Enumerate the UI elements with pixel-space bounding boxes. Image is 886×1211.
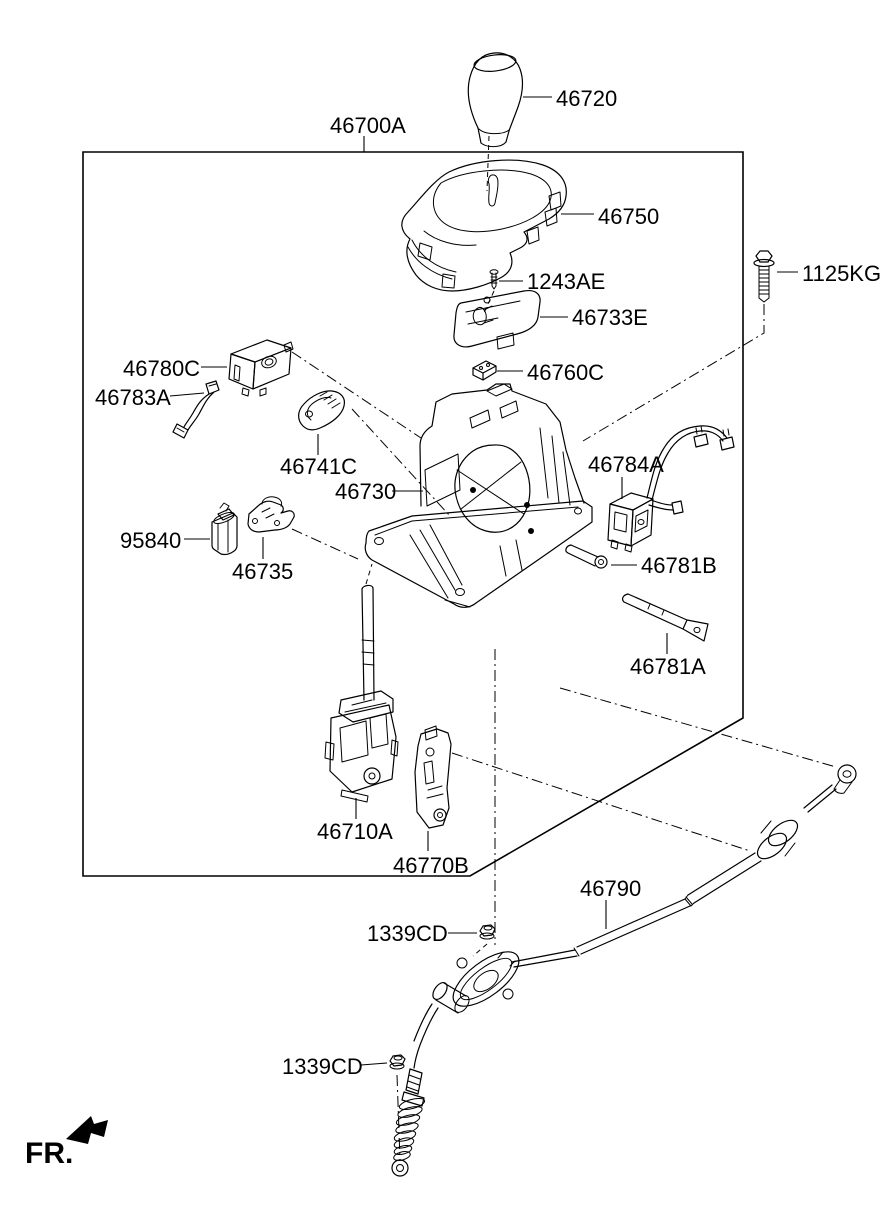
assembly-outline-box bbox=[82, 151, 744, 877]
leader-lines bbox=[169, 96, 798, 1066]
part-wiring-lead bbox=[172, 380, 220, 439]
part-nut-lower bbox=[389, 1054, 406, 1070]
construction-lines bbox=[291, 135, 837, 1161]
part-clip-bracket bbox=[247, 496, 295, 533]
label-1339CD-lower: 1339CD bbox=[282, 1054, 363, 1079]
label-46735: 46735 bbox=[232, 559, 293, 584]
part-control-cable bbox=[391, 764, 857, 1177]
part-upper-cover bbox=[401, 159, 567, 292]
part-mount-bracket bbox=[414, 725, 452, 829]
label-46730: 46730 bbox=[335, 479, 396, 504]
front-direction-arrow-icon bbox=[66, 1116, 108, 1144]
label-1125KG: 1125KG bbox=[802, 261, 881, 286]
part-shift-lever bbox=[324, 584, 399, 803]
part-screw bbox=[489, 269, 499, 290]
label-46733E: 46733E bbox=[572, 305, 648, 330]
label-1243AE: 1243AE bbox=[527, 269, 605, 294]
part-shift-knob bbox=[467, 52, 524, 148]
label-46784A: 46784A bbox=[588, 452, 664, 477]
label-front-marker: FR. bbox=[25, 1137, 73, 1170]
part-indicator-panel bbox=[453, 289, 541, 350]
part-interlock-switch bbox=[228, 339, 294, 397]
part-main-housing bbox=[364, 383, 593, 608]
label-46780C: 46780C bbox=[123, 356, 200, 381]
label-46720: 46720 bbox=[556, 86, 617, 111]
label-95840: 95840 bbox=[120, 528, 181, 553]
part-switch-harness bbox=[607, 425, 735, 553]
part-solenoid bbox=[211, 502, 238, 556]
label-46770B: 46770B bbox=[393, 853, 469, 878]
label-46783A: 46783A bbox=[95, 385, 171, 410]
part-lamp-block bbox=[472, 360, 497, 381]
label-46790: 46790 bbox=[580, 876, 641, 901]
label-46710A: 46710A bbox=[317, 819, 393, 844]
part-nut-upper bbox=[479, 924, 496, 940]
part-rod bbox=[622, 593, 709, 642]
label-46741C: 46741C bbox=[280, 454, 357, 479]
part-bracket-46741C bbox=[298, 390, 346, 431]
part-pin bbox=[565, 544, 608, 569]
part-flange-bolt bbox=[753, 250, 775, 303]
label-46781B: 46781B bbox=[641, 553, 717, 578]
label-1339CD-upper: 1339CD bbox=[367, 921, 448, 946]
label-46760C: 46760C bbox=[527, 360, 604, 385]
label-46750: 46750 bbox=[598, 204, 659, 229]
label-46781A: 46781A bbox=[630, 654, 706, 679]
part-labels: 46700A 46720 46750 1243AE 46733E 46760C … bbox=[25, 86, 881, 1170]
label-46700A: 46700A bbox=[330, 113, 406, 138]
